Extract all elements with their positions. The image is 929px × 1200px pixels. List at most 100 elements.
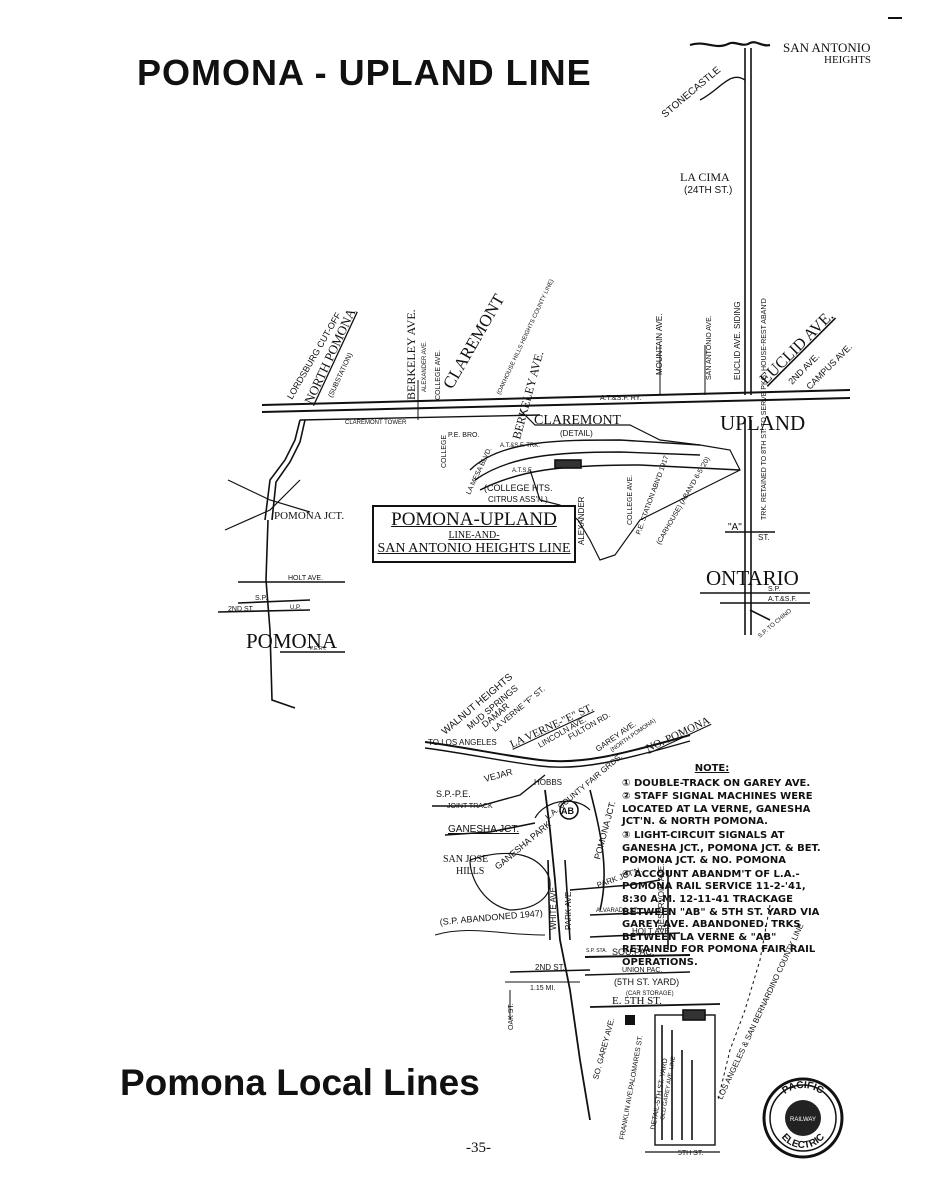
label-st-mark: ST.	[758, 533, 770, 542]
ganesha-park-curve	[469, 852, 551, 911]
yard-building	[682, 1009, 706, 1021]
alvarado-line	[589, 911, 661, 916]
sp-abandoned-line	[434, 930, 546, 936]
holt-ave-lower	[589, 932, 681, 938]
label-atsf-yard: A.T.&S.F. TRK.	[500, 443, 540, 449]
label-reservoir: RESERVOIR AVE.	[657, 864, 666, 930]
label-second-st: 2ND ST.	[228, 606, 254, 613]
label-upland: UPLAND	[720, 411, 805, 435]
pe-line	[299, 414, 541, 421]
label-heights: HEIGHTS	[824, 54, 871, 66]
label-citrus: CITRUS ASS'N.)	[488, 495, 548, 504]
legend-line-2: LINE-AND-	[448, 530, 500, 541]
fair-loop	[534, 800, 591, 819]
main-line-bottom	[424, 740, 691, 768]
label-sp-mark: S.P. STA.	[586, 948, 607, 954]
label-detail: (DETAIL)	[560, 429, 593, 438]
label-pomona-jct-lower: POMONA JCT.	[592, 800, 617, 861]
lower-map-lines	[424, 734, 771, 1153]
pomona-jct-x2	[224, 479, 301, 531]
label-one-fifteen: 1.15 MI.	[530, 985, 555, 992]
label-claremont-detail: CLAREMONT	[534, 413, 622, 428]
label-san-antonio-ave: SAN ANTONIO AVE.	[706, 315, 713, 380]
label-college-hts: (COLLEGE HTS.	[484, 483, 553, 493]
pacific-electric-seal-icon: PACIFIC ELECTRIC RAILWAY	[762, 1077, 844, 1159]
label-joint-track: JOINT TRACK	[447, 803, 493, 810]
upper-map-lines	[217, 41, 851, 709]
corner-mark	[888, 17, 902, 19]
label-sp-pomona: S.P.	[255, 595, 267, 602]
label-park-ave: PARK AVE.	[564, 889, 573, 930]
label-holt-ave-lower: HOLT AVE.	[632, 927, 672, 936]
ganesha-line	[444, 822, 536, 836]
label-pomona-jct: POMONA JCT.	[274, 510, 344, 522]
station-block	[554, 459, 582, 469]
label-trk-note: TRK. RETAINED TO 8TH ST. TO SERVE PKG. H…	[761, 298, 768, 520]
second-st-line	[217, 609, 311, 613]
label-college: COLLEGE	[441, 435, 448, 468]
label-alexander: ALEXANDER	[577, 496, 586, 545]
label-ab: AB	[561, 806, 574, 816]
park-jct-line	[569, 879, 661, 891]
sp-line	[237, 599, 311, 604]
claremont-loop-3	[479, 464, 741, 491]
label-e-fifth: E. 5TH ST.	[612, 995, 662, 1007]
label-so-garey: SO. GAREY AVE.	[591, 1017, 616, 1080]
claremont-loop-2	[474, 451, 701, 481]
label-fifth-yard: (5TH ST. YARD)	[614, 977, 679, 987]
e-fifth-line	[589, 1003, 721, 1008]
label-hobbs: HOBBS	[534, 778, 562, 787]
label-pomona: POMONA	[246, 629, 338, 653]
legend-line-1: POMONA-UPLAND	[391, 509, 557, 530]
seal-bottom-text: ELECTRIC	[779, 1132, 827, 1151]
label-vejar: VEJAR	[483, 767, 514, 784]
label-alvarado: ALVARADO ST.	[596, 908, 638, 914]
county-line	[717, 904, 771, 1101]
label-la-cima-st: (24TH ST.)	[684, 185, 732, 196]
label-palomares: PALOMARES ST.	[628, 1035, 644, 1091]
seal-mid-text: RAILWAY	[790, 1117, 816, 1123]
claremont-loop	[469, 439, 701, 471]
white-ave-line	[547, 859, 551, 941]
label-car-storage: (CAR STORAGE)	[626, 991, 674, 997]
label-claremont-tower: CLAREMONT TOWER	[345, 420, 407, 426]
label-holt-ave: HOLT AVE.	[288, 575, 323, 582]
label-sp-abandoned: (S.P. ABANDONED 1947)	[439, 908, 543, 927]
label-sp-pe: S.P.-P.E.	[436, 789, 471, 799]
label-sp-ontario: S.P.	[768, 586, 780, 593]
label-san-antonio: SAN ANTONIO	[783, 40, 871, 55]
atsf-main-top	[261, 389, 851, 406]
label-alexander-ave: ALEXANDER AVE.	[422, 341, 428, 392]
joint-track	[432, 774, 546, 807]
label-claremont: CLAREMONT	[439, 290, 509, 392]
label-ontario: ONTARIO	[706, 566, 799, 590]
label-la-cima: LA CIMA	[680, 170, 730, 184]
note-item-2: ② STAFF SIGNAL MACHINES WERE LOCATED AT …	[622, 791, 813, 828]
park-ave-line	[564, 859, 571, 941]
label-at-sf: A.T.S.F.	[512, 468, 533, 474]
label-oak-st: OAK ST.	[508, 1003, 515, 1030]
claremont-branch-2	[271, 419, 306, 521]
page-number: -35-	[466, 1140, 491, 1156]
sou-pac-line	[584, 954, 691, 958]
label-mountain-ave: MOUNTAIN AVE.	[655, 314, 664, 376]
notes-heading: NOTE:	[694, 763, 730, 774]
label-pe-ry: P.E.RY.	[310, 646, 326, 652]
note-item-1: ① DOUBLE-TRACK ON GAREY AVE.	[622, 777, 811, 789]
label-a-mark: "A"	[728, 522, 742, 533]
label-pe-station: P.E. STATION ABN'D 1917	[635, 455, 670, 536]
garey-south	[544, 789, 591, 1121]
label-white-ave: WHITE AVE.	[549, 885, 558, 930]
label-sou-pac: SOU.PAC.	[612, 947, 654, 957]
union-pac-line	[584, 971, 691, 976]
legend-line-3: SAN ANTONIO HEIGHTS LINE	[377, 541, 571, 556]
title-upland-line: POMONA - UPLAND LINE	[137, 52, 592, 93]
chino-spur	[749, 609, 771, 621]
label-second-st-lower: 2ND ST.	[535, 963, 565, 972]
note-item-4: ④ ACCOUNT ABANDM'T OF L.A.-POMONA RAIL S…	[622, 868, 820, 968]
claremont-branch	[264, 419, 301, 521]
atsf-main-bottom	[261, 397, 851, 413]
line-legend-box: POMONA-UPLAND LINE-AND- SAN ANTONIO HEIG…	[372, 505, 576, 563]
pomona-jct-line	[589, 789, 605, 911]
